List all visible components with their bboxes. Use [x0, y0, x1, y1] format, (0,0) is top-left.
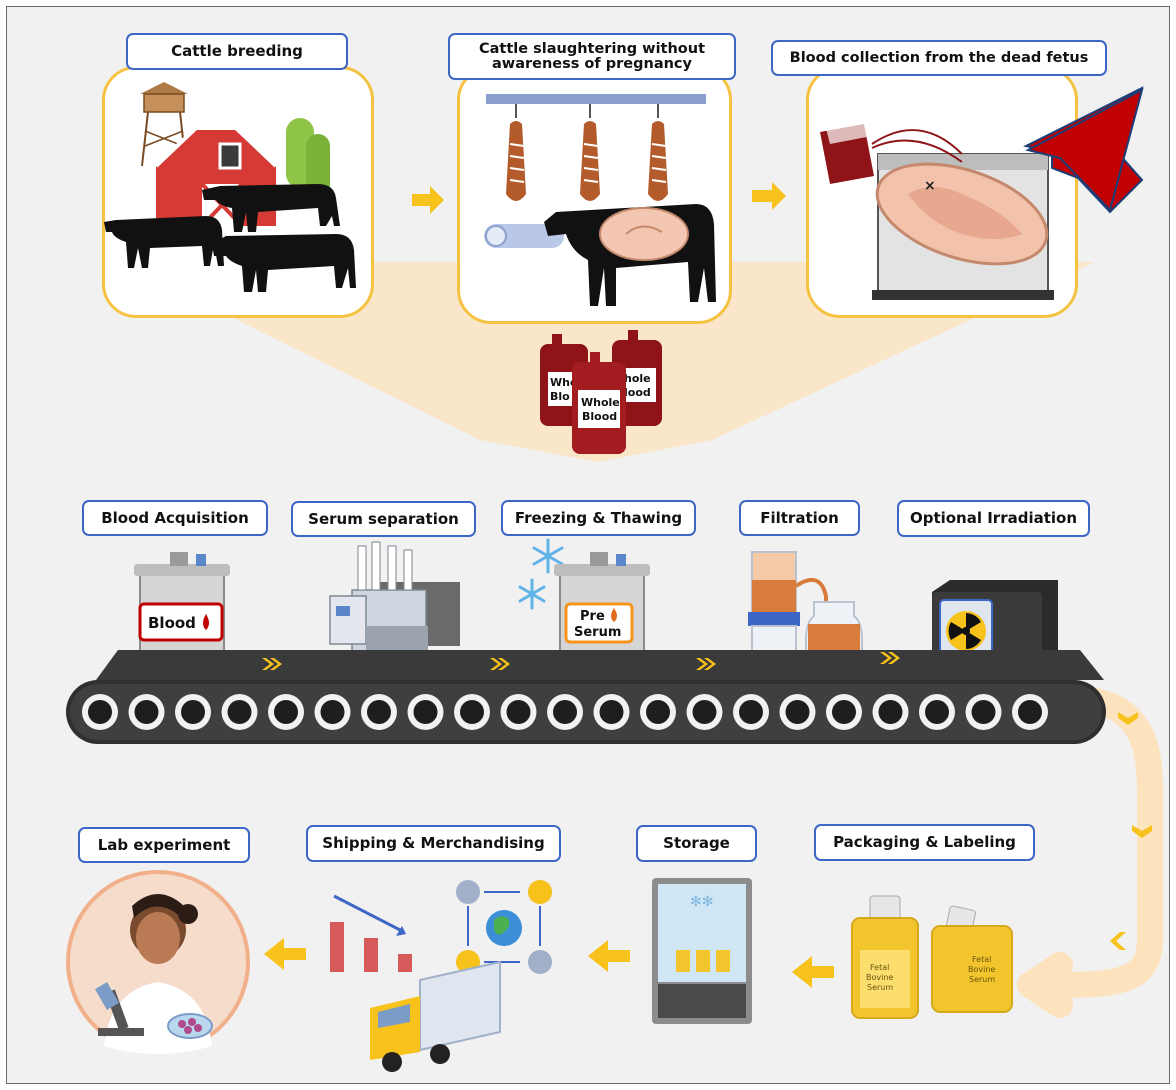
svg-text:Fetal: Fetal: [972, 955, 991, 964]
label-filtration: Filtration: [739, 500, 860, 536]
conveyor-roller-hub: [460, 700, 484, 724]
conveyor-roller-hub: [925, 700, 949, 724]
fbs-bottle-icon: Fetal Bovine Serum: [851, 895, 919, 1019]
svg-text:×: ×: [924, 178, 936, 194]
svg-text:Whole: Whole: [581, 396, 620, 409]
cow-icon: [104, 184, 356, 292]
whole-blood-bags: Whol Blo hole lood Whole Blood: [540, 330, 662, 454]
truck-icon: [370, 960, 501, 1072]
label-shipping: Shipping & Merchandising: [306, 825, 561, 862]
chevron-icon: [262, 658, 274, 670]
label-serum-separation: Serum separation: [291, 501, 476, 537]
svg-text:✻✻: ✻✻: [690, 894, 713, 910]
microscope-icon: [94, 982, 144, 1036]
svg-text:lood: lood: [624, 386, 651, 399]
fetus-icon: ×: [875, 162, 1049, 266]
commerce-cycle-icon: [456, 880, 552, 974]
arrow-left-icon: [792, 956, 834, 988]
carcass-icon: [506, 104, 668, 201]
label-blood-collection: Blood collection from the dead fetus: [771, 40, 1107, 76]
freezer-icon: ✻✻: [652, 878, 752, 1024]
water-tower-icon: [140, 82, 188, 167]
chevron-icon: [696, 658, 708, 670]
fbs-bottle-icon: Fetal Bovine Serum: [931, 905, 1013, 1013]
svg-text:Serum: Serum: [867, 983, 893, 992]
blood-bag-icon: Whole Blood: [572, 352, 626, 454]
petri-dish-icon: [167, 1013, 213, 1039]
svg-text:Blood: Blood: [148, 614, 196, 632]
conveyor-rollers: [82, 694, 1048, 730]
cow-icon: [544, 204, 716, 306]
highlight-arrow-icon: [1023, 86, 1144, 214]
label-storage: Storage: [636, 825, 757, 862]
cattle-breeding-illustration: [104, 82, 356, 292]
scientist-icon: [66, 870, 250, 1054]
label-optional-irradiation: Optional Irradiation: [897, 500, 1090, 537]
conveyor-roller-hub: [181, 700, 205, 724]
slaughtering-illustration: [484, 94, 716, 306]
declining-bar-chart-icon: [330, 894, 412, 972]
arrow-left-icon: [264, 938, 306, 970]
snowflake-icon: [518, 538, 564, 610]
label-lab-experiment: Lab experiment: [78, 827, 250, 863]
conveyor-roller-hub: [1018, 700, 1042, 724]
arrow-right-icon: [412, 186, 444, 214]
label-freezing-thawing: Freezing & Thawing: [501, 500, 696, 536]
conveyor-roller-hub: [413, 700, 438, 724]
pre-serum-tank-icon: Pre Serum: [554, 552, 650, 661]
svg-text:Bovine: Bovine: [968, 965, 995, 974]
svg-text:Blo: Blo: [550, 390, 570, 403]
arrow-right-icon: [752, 182, 786, 210]
conveyor-roller-hub: [692, 700, 717, 724]
chevron-icon: [490, 658, 502, 670]
svg-text:Serum: Serum: [969, 975, 995, 984]
svg-text:Fetal: Fetal: [870, 963, 889, 972]
conveyor-roller-hub: [274, 700, 298, 724]
svg-text:Serum: Serum: [574, 625, 621, 640]
conveyor-roller-hub: [134, 700, 159, 724]
label-cattle-breeding: Cattle breeding: [126, 33, 348, 70]
conveyor-roller-hub: [367, 700, 391, 724]
svg-text:Bovine: Bovine: [866, 973, 893, 982]
chevron-icon: [880, 652, 892, 664]
svg-text:Blood: Blood: [582, 410, 617, 423]
centrifuge-icon: [329, 541, 460, 661]
irradiator-icon: [932, 580, 1058, 670]
conveyor-roller-hub: [506, 700, 531, 724]
arrow-left-icon: [588, 940, 630, 972]
conveyor-roller-hub: [832, 700, 856, 724]
blood-collection-illustration: ×: [820, 120, 1054, 300]
svg-text:hole: hole: [624, 372, 651, 385]
label-slaughtering: Cattle slaughtering without awareness of…: [448, 33, 736, 80]
hanging-rail: [486, 94, 706, 104]
fetus-sac: [599, 207, 689, 261]
conveyor-roller-hub: [227, 700, 252, 724]
svg-text:Pre: Pre: [580, 609, 605, 624]
conveyor-roller-hub: [785, 700, 810, 724]
label-blood-acquisition: Blood Acquisition: [82, 500, 268, 536]
conveyor-roller-hub: [971, 700, 996, 724]
conveyor-roller-hub: [878, 700, 903, 724]
label-packaging: Packaging & Labeling: [814, 824, 1035, 861]
conveyor-roller-hub: [320, 700, 345, 724]
conveyor-roller-hub: [553, 700, 577, 724]
conveyor-roller-hub: [739, 700, 763, 724]
conveyor-roller-hub: [88, 700, 112, 724]
conveyor-roller-hub: [599, 700, 624, 724]
conveyor-roller-hub: [646, 700, 670, 724]
